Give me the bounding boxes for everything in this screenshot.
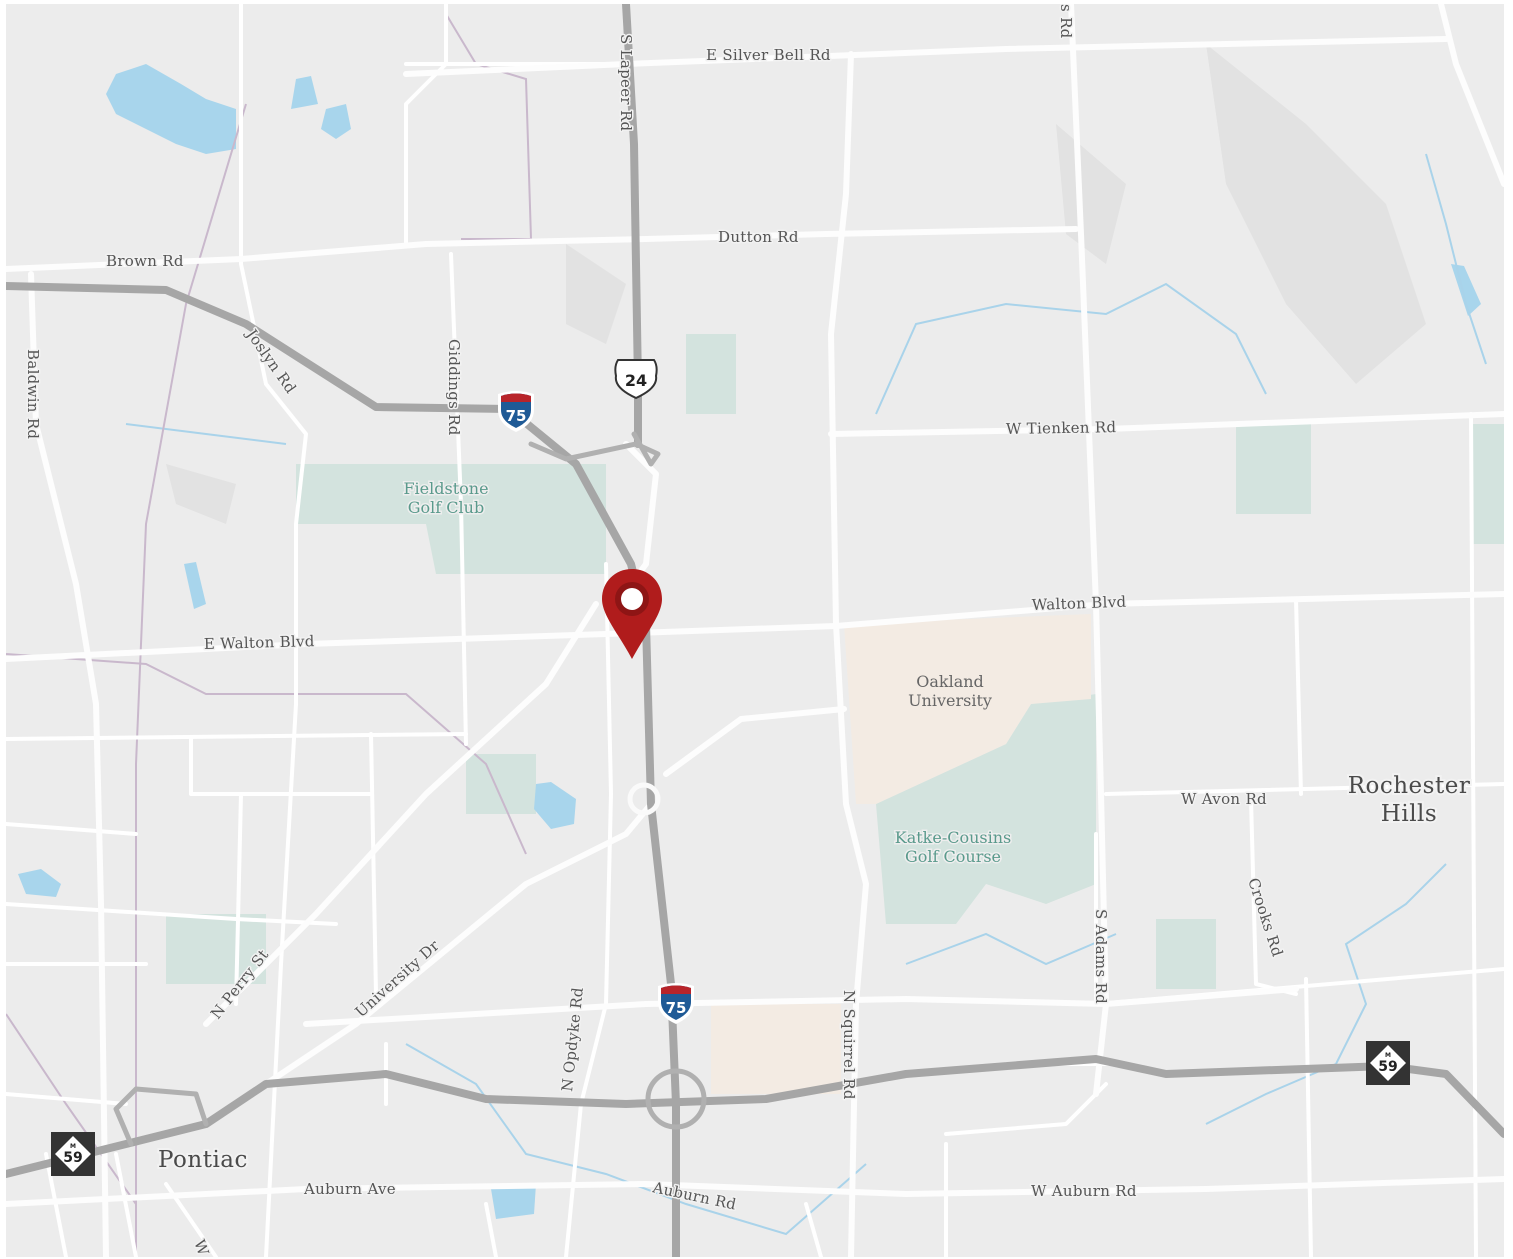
oakland-university-campus [844,614,1091,804]
label-e-walton-blvd: E Walton Blvd [204,632,315,653]
label-fieldstone-line1: Fieldstone [403,479,488,498]
streams [125,153,1487,1236]
katke-cousins-golf-course-area [876,694,1096,924]
place-labels: Fieldstone Golf Club Oakland University … [156,478,1472,1176]
label-oakland-line1: Oakland [916,672,984,691]
label-oakland-line2: University [908,691,992,710]
svg-text:M: M [1385,1052,1391,1059]
svg-text:75: 75 [506,407,527,425]
m-59-shield: M 59 [51,1132,95,1176]
ramp-loop [627,782,661,816]
e-silver-bell-rd [403,36,1449,77]
svg-text:24: 24 [625,371,647,390]
baldwin-rd [28,271,109,1257]
label-walton-blvd: Walton Blvd [1032,593,1127,614]
n-perry-st [203,601,599,1027]
label-brown-rd: Brown Rd [106,252,184,270]
label-w-avon-rd: W Avon Rd [1181,790,1267,808]
walton-blvd [6,591,1504,662]
label-e-silver-bell-rd: E Silver Bell Rd [706,46,831,64]
interchange-ramps [528,431,661,467]
label-baldwin-rd: Baldwin Rd [24,349,42,439]
us-24-s-lapeer [622,4,642,448]
label-rochester-line1: Rochester [1348,773,1471,799]
parks [166,334,1504,989]
label-w-auburn-rd: W Auburn Rd [1031,1182,1137,1200]
map-view[interactable]: E Silver Bell Rd S Lapeer Rd s Rd Dutton… [6,4,1504,1257]
label-s-rd: s Rd [1057,4,1075,39]
park-area [686,334,736,414]
fieldstone-golf-club-area [296,464,606,574]
park-area [466,754,536,814]
svg-text:59: 59 [1378,1059,1397,1075]
label-rochester-line2: Hills [1381,801,1437,827]
interstate-75-shield: 75 [498,391,534,432]
label-katke-line2: Golf Course [905,847,1001,866]
w-tienken-rd [828,411,1504,437]
minor-roads [6,4,1504,1257]
svg-text:59: 59 [63,1150,82,1166]
label-giddings-rd: Giddings Rd [445,339,463,436]
lake [106,64,236,154]
map-pin-icon[interactable] [602,569,662,659]
i-75-west [6,282,515,413]
campus-area [711,1004,841,1094]
lake [321,104,351,139]
n-squirrel-rd [828,51,869,1257]
label-n-squirrel-rd: N Squirrel Rd [840,990,858,1100]
major-roads [6,4,1504,1257]
interstate-75-shield: 75 [658,983,694,1024]
s-adams-rd [1068,4,1109,1097]
cloverleaf [645,1068,707,1130]
lake [18,869,61,897]
south-connector [303,986,1299,1027]
dutton-rd [6,226,1079,272]
label-s-lapeer-rd: S Lapeer Rd [617,34,635,132]
label-dutton-rd: Dutton Rd [718,228,799,246]
i-75-main [517,415,680,1257]
lake [184,562,206,609]
label-w-tienken-rd: W Tienken Rd [1006,418,1117,438]
label-fieldstone-line2: Golf Club [408,498,484,517]
university-dr [263,801,654,1087]
map-canvas[interactable]: E Silver Bell Rd S Lapeer Rd s Rd Dutton… [6,4,1504,1257]
railroads [6,13,533,1257]
lake [534,782,576,829]
label-katke-line1: Katke-Cousins [895,828,1012,847]
label-w: W [190,1237,212,1257]
svg-text:M: M [70,1143,76,1150]
svg-text:75: 75 [666,999,687,1017]
us-24-shield: 24 [614,359,658,400]
connector-rd [663,706,847,777]
m-59-shield: M 59 [1366,1041,1410,1085]
lake [291,76,318,109]
m-59 [6,1055,1504,1178]
park-area [1471,424,1504,544]
auburn-rd [6,1176,1504,1207]
park-area [166,914,266,984]
park-area [1236,424,1311,514]
park-area [1156,919,1216,989]
lake [491,1184,536,1219]
label-auburn-ave: Auburn Ave [303,1180,396,1198]
pontiac-loop [113,1086,209,1147]
highways [6,4,1504,1257]
rochester-rd [1438,4,1504,187]
terrain [166,44,1426,524]
label-pontiac: Pontiac [158,1147,248,1173]
label-s-adams-rd: S Adams Rd [1092,909,1110,1004]
